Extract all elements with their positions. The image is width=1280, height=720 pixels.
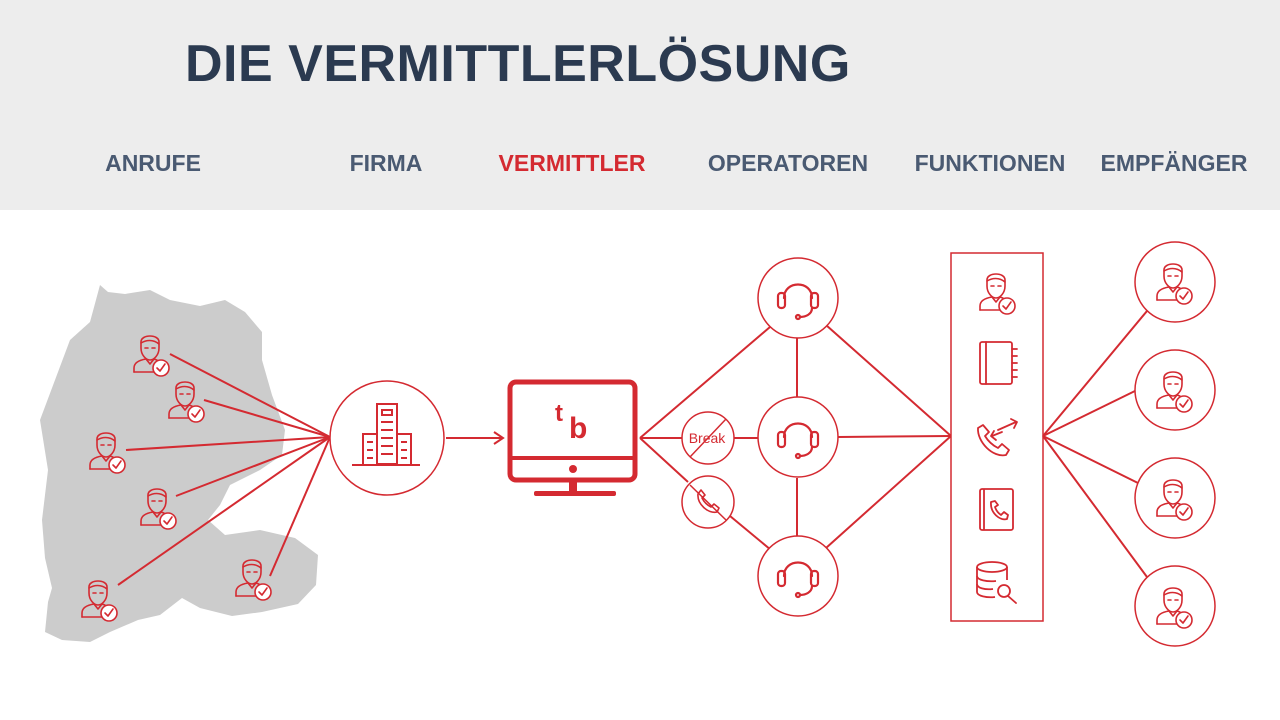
logo-b: b: [569, 412, 587, 445]
header-band: DIE VERMITTLERLÖSUNG ANRUFE FIRMA VERMIT…: [0, 0, 1280, 210]
function-connections: [825, 324, 952, 549]
tab-empfaenger[interactable]: EMPFÄNGER: [1100, 150, 1248, 176]
recipient-1-node: [1134, 241, 1216, 323]
logo-t: t: [555, 400, 563, 427]
building-icon: [352, 403, 420, 466]
switchboard-monitor-icon: t b: [507, 379, 638, 496]
recipient-connections: [1042, 310, 1148, 578]
call-flow-diagram: t b Break: [40, 241, 1216, 647]
region-map: [40, 285, 318, 642]
call-transfer-icon: [977, 418, 1018, 457]
database-search-icon: [976, 561, 1017, 604]
no-calls-status: [681, 475, 735, 529]
tab-operatoren[interactable]: OPERATOREN: [707, 150, 869, 176]
operator-3-node: [757, 535, 839, 617]
tab-anrufe[interactable]: ANRUFE: [105, 150, 201, 176]
tab-vermittler[interactable]: VERMITTLER: [498, 150, 646, 176]
recipient-4-node: [1134, 565, 1216, 647]
phone-off-icon: [697, 489, 720, 514]
recipient-nodes: [1134, 241, 1216, 647]
page-title: DIE VERMITTLERLÖSUNG: [185, 35, 851, 93]
functions-panel: [950, 252, 1044, 622]
operator-2-node: [757, 396, 839, 478]
operator-nodes: [757, 257, 839, 617]
phonebook-icon: [979, 488, 1014, 531]
recipient-2-node: [1134, 349, 1216, 431]
recipient-3-node: [1134, 457, 1216, 539]
break-status: Break: [681, 411, 735, 465]
notebook-icon: [979, 341, 1018, 385]
operator-1-node: [757, 257, 839, 339]
operator-connections: [639, 326, 798, 551]
tab-funktionen[interactable]: FUNKTIONEN: [914, 150, 1066, 176]
forward-arrow: [446, 431, 505, 445]
tab-firma[interactable]: FIRMA: [349, 150, 423, 176]
caller-connections: [117, 353, 331, 586]
